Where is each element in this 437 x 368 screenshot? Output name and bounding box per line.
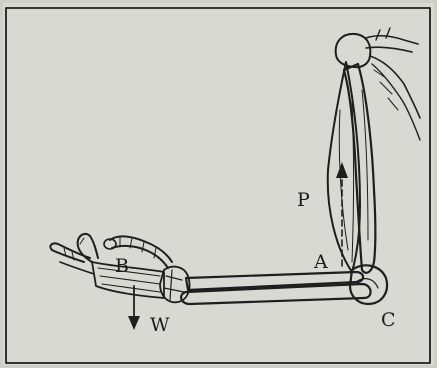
label-a: A xyxy=(313,251,328,273)
label-p: P xyxy=(297,189,310,211)
label-b: B xyxy=(115,255,129,277)
label-c: C xyxy=(381,309,396,331)
label-w: W xyxy=(150,314,170,336)
